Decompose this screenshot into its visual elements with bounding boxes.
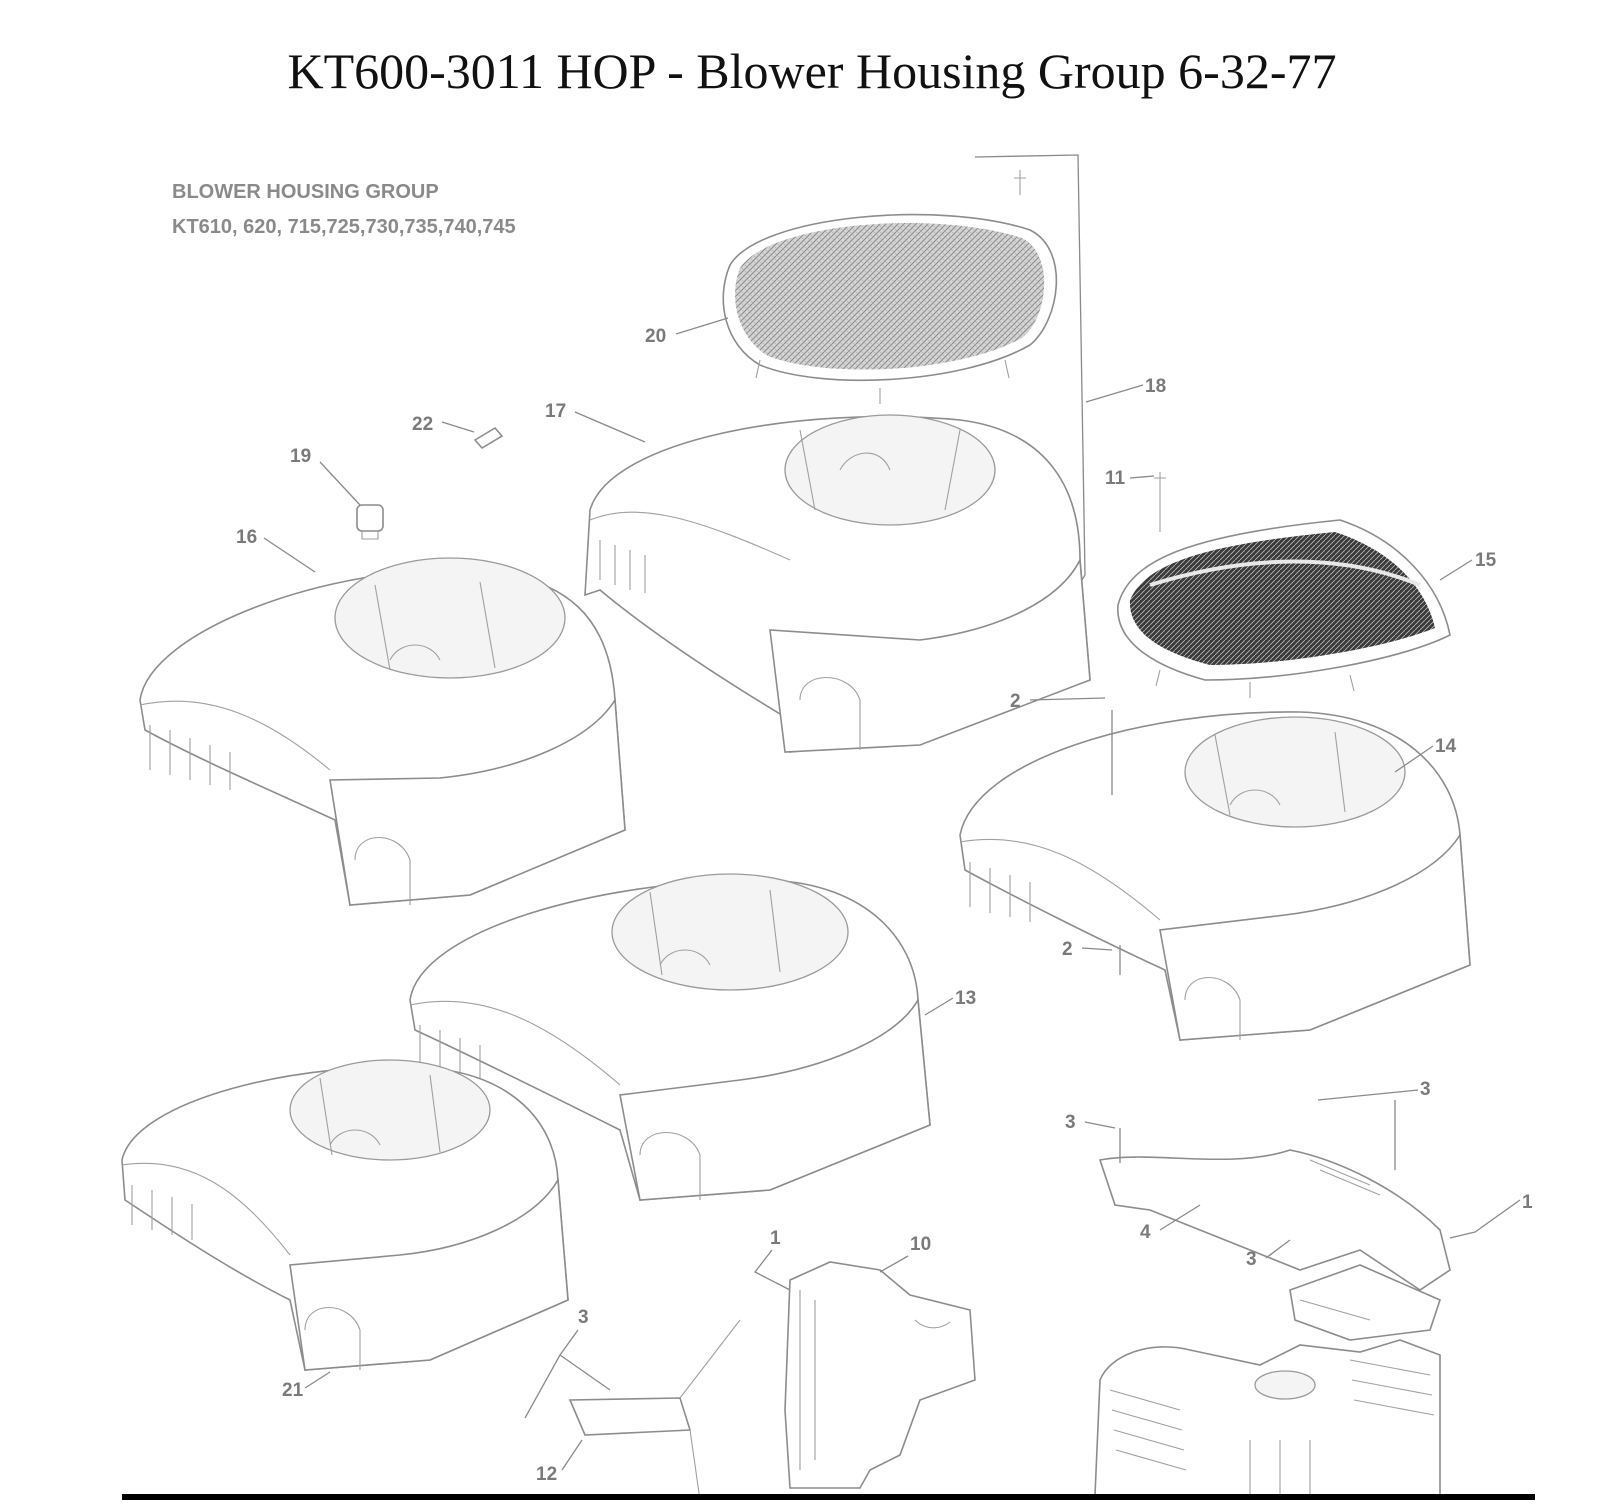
- part-12-bracket: [568, 1319, 741, 1501]
- callout-1a: 1: [1449, 1192, 1533, 1239]
- part-11-screw: [1154, 472, 1166, 532]
- part-15-grille: [1117, 519, 1451, 698]
- part-22-clip: [473, 426, 504, 450]
- callout-16-label: 16: [236, 527, 257, 548]
- part-16-blower-housing: [139, 557, 626, 906]
- part-20-screen: [722, 213, 1058, 404]
- part-10-shroud: [784, 1261, 976, 1489]
- callout-1b: 1: [754, 1228, 791, 1291]
- callout-3a: 3: [1065, 1112, 1121, 1163]
- bottom-rule: [122, 1494, 1535, 1500]
- callout-14: 14: [1394, 736, 1457, 773]
- callout-10-label: 10: [910, 1234, 931, 1255]
- callout-22: 22: [412, 414, 475, 435]
- callout-3c: 3: [1246, 1239, 1291, 1270]
- callout-17: 17: [545, 401, 646, 443]
- caption-line-1: BLOWER HOUSING GROUP: [172, 181, 439, 203]
- callout-4: 4: [1140, 1204, 1201, 1243]
- callout-3b-label: 3: [1420, 1079, 1431, 1100]
- engine-block: [1094, 1339, 1441, 1496]
- callout-10: 10: [879, 1234, 931, 1273]
- callout-19: 19: [290, 446, 361, 506]
- callout-11: 11: [1105, 468, 1155, 489]
- callout-1a-label: 1: [1522, 1192, 1533, 1213]
- callout-22-label: 22: [412, 414, 433, 435]
- callout-12-label: 12: [536, 1464, 557, 1485]
- part-21-blower-housing: [121, 1059, 569, 1371]
- callout-18: 18: [1085, 376, 1166, 403]
- callout-20: 20: [645, 317, 729, 347]
- callout-3d-label: 3: [578, 1307, 589, 1328]
- part-17-blower-housing: [584, 414, 1091, 753]
- callout-16: 16: [236, 527, 316, 573]
- part-4-baffle: [1098, 1149, 1451, 1341]
- callout-3a-label: 3: [1065, 1112, 1076, 1133]
- callout-2a: 2: [1010, 691, 1113, 795]
- part-19-plug: [356, 504, 384, 540]
- callout-15: 15: [1439, 550, 1497, 581]
- callout-1b-label: 1: [770, 1228, 781, 1249]
- callout-19-label: 19: [290, 446, 311, 467]
- callout-3b: 3: [1317, 1079, 1431, 1170]
- callout-2b-label: 2: [1062, 939, 1073, 960]
- callout-15-label: 15: [1475, 550, 1497, 571]
- part-14-blower-housing: [959, 711, 1471, 1041]
- callout-20-label: 20: [645, 326, 666, 347]
- callout-13: 13: [924, 988, 976, 1016]
- callout-13-label: 13: [955, 988, 976, 1009]
- callout-11-label: 11: [1105, 468, 1126, 489]
- callout-3c-label: 3: [1246, 1249, 1257, 1270]
- callout-2b: 2: [1062, 939, 1121, 975]
- callout-14-label: 14: [1435, 736, 1457, 757]
- callout-21: 21: [282, 1371, 331, 1401]
- page-title: KT600-3011 HOP - Blower Housing Group 6-…: [287, 43, 1337, 99]
- callout-21-label: 21: [282, 1380, 304, 1401]
- callout-17-label: 17: [545, 401, 566, 422]
- part-13-blower-housing: [409, 873, 931, 1201]
- callout-3d: 3: [524, 1307, 611, 1419]
- callout-4-label: 4: [1140, 1222, 1151, 1243]
- callout-18-label: 18: [1145, 376, 1166, 397]
- caption-line-2: KT610, 620, 715,725,730,735,740,745: [172, 216, 516, 238]
- callout-2a-label: 2: [1010, 691, 1021, 712]
- callout-12: 12: [536, 1439, 583, 1485]
